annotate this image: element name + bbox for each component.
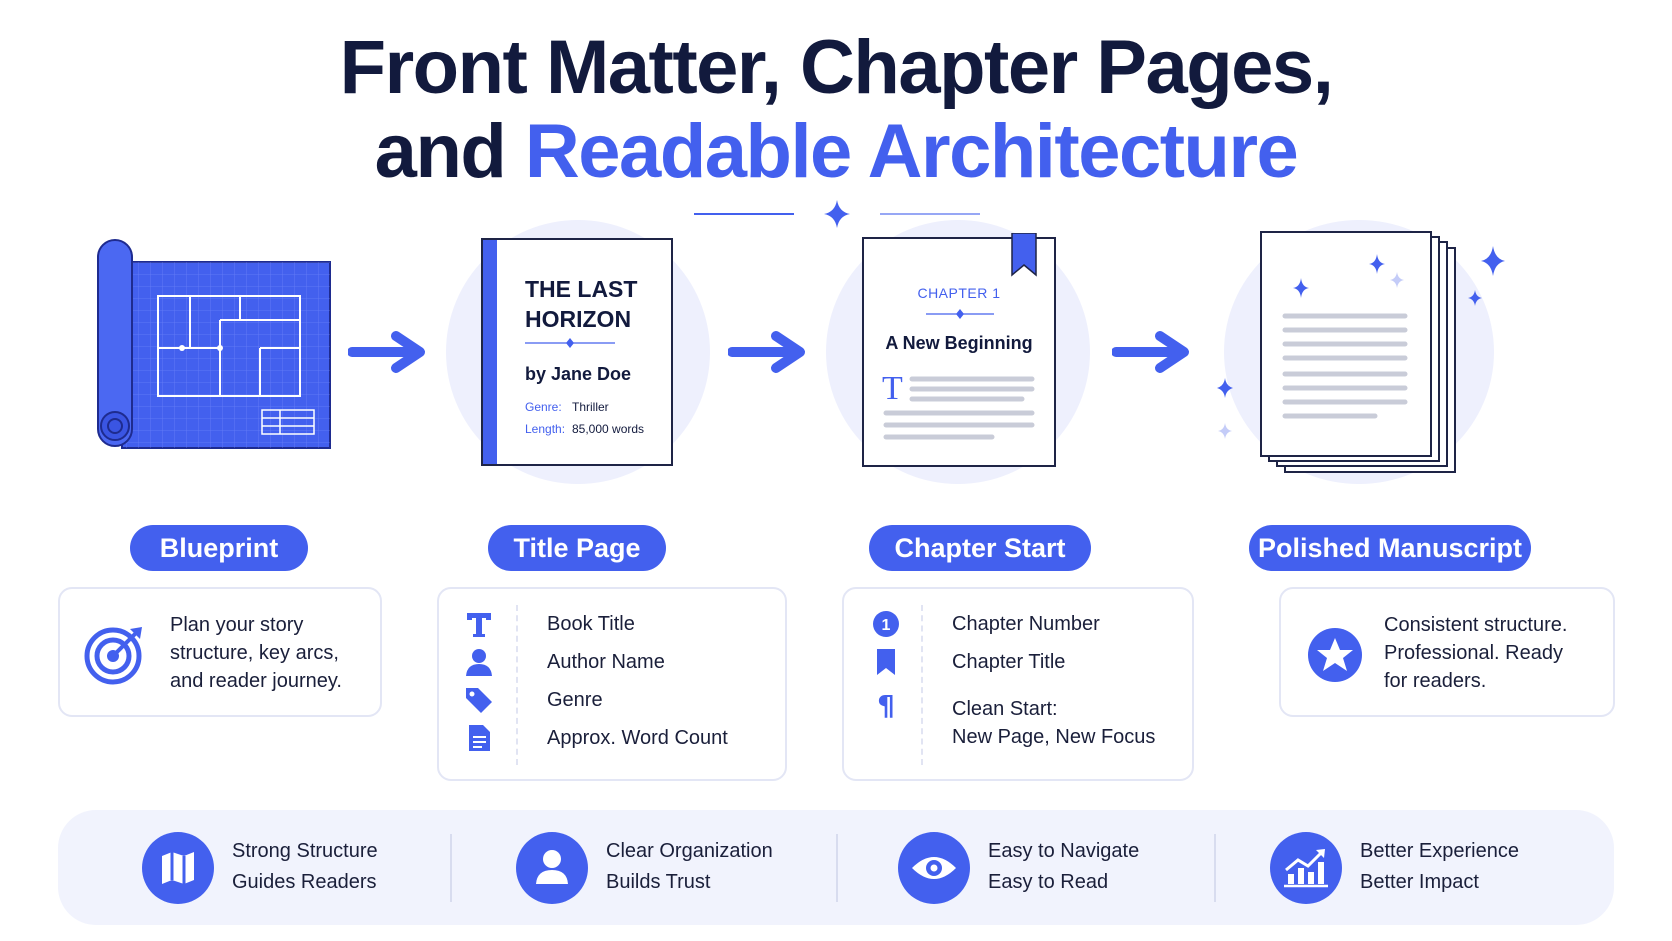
description-line: for readers. (1384, 670, 1487, 692)
page-title-line2: and Readable Architecture (0, 114, 1672, 190)
map-icon (162, 852, 194, 884)
title-divider (694, 200, 980, 228)
benefit-separator (836, 834, 838, 902)
title-page-item-word-count: Approx. Word Count (547, 727, 728, 749)
book-title-line2: HORIZON (525, 306, 632, 332)
document-icon (469, 725, 490, 751)
text-lines: T (882, 371, 1035, 440)
card-divider (516, 605, 518, 765)
benefit-line1: Clear Organization (606, 840, 773, 862)
title-page-item-author-name: Author Name (547, 651, 665, 673)
number-icon: 1 (873, 611, 899, 637)
benefit-line2: Better Impact (1360, 871, 1479, 893)
manuscript-stack (1217, 231, 1505, 473)
title-page-card: Book Title Author Name Genre Approx. Wor… (437, 587, 787, 781)
clean-start-line2: New Page, New Focus (952, 726, 1156, 748)
polished-description: Consistent structure. Professional. Read… (1384, 611, 1567, 695)
chart-icon (1284, 849, 1328, 888)
benefit-line1: Easy to Navigate (988, 840, 1140, 862)
benefit-line2: Guides Readers (232, 871, 377, 893)
chapter-item-clean-start: Clean Start: New Page, New Focus (952, 695, 1155, 751)
blueprint-illustration (97, 239, 331, 449)
card-divider (921, 605, 923, 765)
blueprint-card: Plan your story structure, key arcs, and… (58, 587, 382, 717)
description-line: Plan your story (170, 614, 304, 636)
book-author: by Jane Doe (525, 364, 632, 384)
genre-value: Thriller (572, 400, 609, 414)
stage-pill-polished-manuscript: Polished Manuscript (1249, 525, 1531, 571)
bookmark-icon (877, 649, 895, 675)
book-spine (483, 240, 497, 464)
title-accent-part: Readable Architecture (524, 109, 1299, 194)
ornament-divider (525, 338, 615, 348)
ornament-divider (926, 309, 994, 319)
chapter-page: CHAPTER 1 A New Beginning T (862, 233, 1056, 467)
text-icon (467, 613, 491, 637)
chapter-start-card: 1 Chapter Number Chapter Title ¶ Clean S… (842, 587, 1194, 781)
chapter-item-number: Chapter Number (952, 613, 1100, 635)
benefit-line1: Better Experience (1360, 840, 1519, 862)
benefit-separator (450, 834, 452, 902)
sparkle-icon (1217, 246, 1505, 398)
svg-text:¶: ¶ (877, 689, 895, 719)
svg-text:T: T (882, 371, 903, 407)
title-page-item-book-title: Book Title (547, 613, 635, 635)
benefit-text: Strong Structure Guides Readers (232, 836, 378, 898)
book-title-line1: THE LAST (525, 276, 638, 302)
benefit-line2: Builds Trust (606, 871, 711, 893)
arrow-right-icon (728, 331, 805, 373)
benefit-icon-circle (516, 832, 588, 904)
benefit-text: Clear Organization Builds Trust (606, 836, 773, 898)
benefit-separator (1214, 834, 1216, 902)
clean-start-line1: Clean Start: (952, 698, 1058, 720)
benefit-icon-circle (898, 832, 970, 904)
benefit-line1: Strong Structure (232, 840, 378, 862)
description-line: Professional. Ready (1384, 642, 1563, 664)
chapter-item-title: Chapter Title (952, 651, 1066, 673)
chapter-label: CHAPTER 1 (917, 285, 1001, 301)
length-value: 85,000 words (572, 422, 645, 436)
description-line: Consistent structure. (1384, 614, 1568, 636)
star-badge-icon (1308, 628, 1362, 682)
stage-pill-chapter-start: Chapter Start (869, 525, 1091, 571)
stage-pill-title-page: Title Page (488, 525, 666, 571)
arrow-right-icon (348, 331, 425, 373)
benefits-bar: Strong Structure Guides Readers Clear Or… (58, 810, 1614, 925)
length-label: Length: (525, 422, 566, 436)
genre-label: Genre: (525, 400, 562, 414)
pilcrow-icon: ¶ (877, 689, 895, 719)
title-page-item-genre: Genre (547, 689, 603, 711)
eye-icon (912, 857, 956, 879)
stage-pill-blueprint: Blueprint (130, 525, 308, 571)
tag-icon (466, 688, 492, 713)
user-icon (536, 850, 568, 884)
benefit-text: Easy to Navigate Easy to Read (988, 836, 1139, 898)
benefit-icon-circle (1270, 832, 1342, 904)
svg-text:1: 1 (882, 617, 891, 634)
benefit-line2: Easy to Read (988, 871, 1109, 893)
benefit-icon-circle (142, 832, 214, 904)
bookmark-ribbon-icon (1011, 233, 1037, 277)
target-icon (84, 627, 142, 685)
arrow-right-icon (1112, 331, 1189, 373)
page-title-line1: Front Matter, Chapter Pages, (339, 25, 1334, 110)
chapter-title: A New Beginning (885, 333, 1033, 353)
title-plain-part: and (374, 109, 525, 194)
polished-manuscript-card: Consistent structure. Professional. Read… (1279, 587, 1615, 717)
description-line: structure, key arcs, (170, 642, 339, 664)
title-page-book: THE LAST HORIZON by Jane Doe Genre: Thri… (481, 238, 673, 466)
blueprint-description: Plan your story structure, key arcs, and… (170, 611, 342, 695)
sparkle-icon (824, 200, 850, 228)
description-line: and reader journey. (170, 670, 342, 692)
person-icon (466, 649, 492, 676)
benefit-text: Better Experience Better Impact (1360, 836, 1519, 898)
